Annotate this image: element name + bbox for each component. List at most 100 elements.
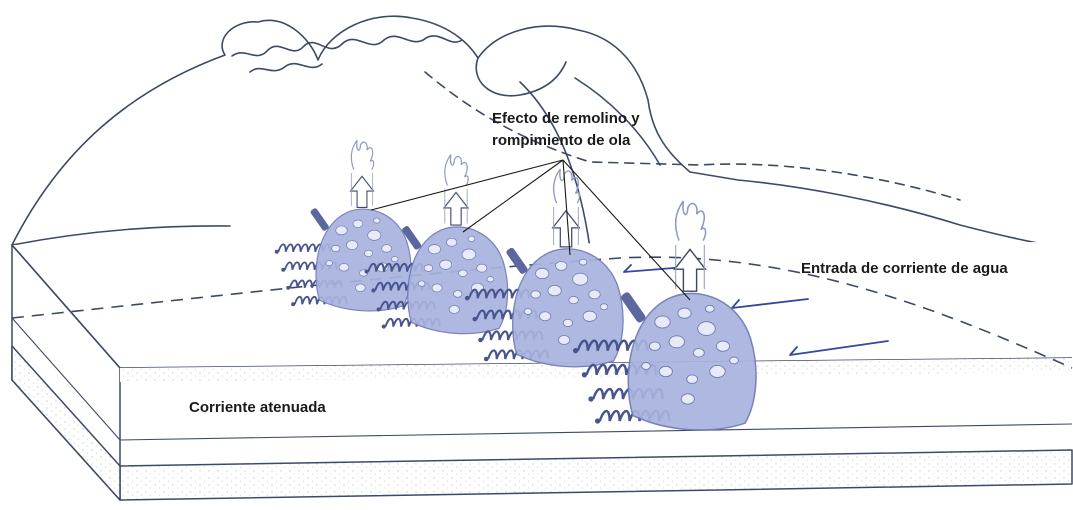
reef-pore (325, 260, 333, 267)
reef-unit (274, 139, 412, 312)
reef-pore (352, 219, 364, 229)
reef-pore (558, 335, 571, 345)
reef-pore (680, 393, 695, 405)
reef-pore (555, 261, 568, 271)
reef-tentacle-tip (581, 372, 588, 378)
seabed-side-line (11, 317, 121, 441)
reef-pore (535, 267, 550, 280)
reef-pore (331, 244, 341, 252)
leader-line-1 (370, 159, 564, 211)
reef-pore (562, 318, 574, 327)
eddy-plume (350, 139, 375, 170)
reef-pore (539, 311, 552, 322)
wave-spray-inner (249, 62, 323, 73)
wave-face-line (574, 77, 661, 166)
reef-tentacle-tip (472, 316, 478, 322)
reef-tentacle-tip (483, 356, 489, 362)
reef-pore (423, 264, 434, 272)
reef-pore (692, 348, 705, 358)
wave-spray (231, 35, 463, 57)
upward-flow-arrow (551, 209, 581, 248)
seabed-top-edge-left (11, 244, 121, 369)
reef-pore (654, 315, 671, 329)
reef-pore (641, 362, 651, 370)
reef-unit (464, 168, 624, 368)
reef-pore (355, 283, 366, 292)
attenuated-label: Corriente atenuada (189, 399, 326, 416)
upward-flow-arrow (673, 248, 707, 292)
reef-pore (431, 283, 443, 293)
leader-line-3 (562, 159, 571, 256)
reef-pore (364, 249, 373, 257)
reef-pore (486, 276, 495, 283)
eddy-plume (674, 200, 707, 241)
wave (11, 15, 1069, 249)
eddy-plume (553, 168, 581, 204)
wave-inner-curve (519, 81, 591, 249)
reef-post (402, 225, 422, 250)
reef-pore (458, 269, 468, 277)
reef-pore (476, 263, 488, 273)
reef-pore (668, 335, 685, 349)
reef-pore (582, 310, 597, 322)
eddy-label-line-2: rompimiento de ola (492, 132, 631, 149)
reef-pore (461, 248, 477, 261)
reef-tentacle-tip (376, 307, 381, 312)
reef-tentacle-tip (572, 347, 579, 354)
leader-line-2 (462, 159, 564, 233)
reef-pore (446, 237, 458, 247)
reef-post (310, 208, 329, 231)
eddy-plume (444, 154, 469, 186)
leader-line-4 (562, 159, 691, 301)
reef-pore (686, 374, 699, 384)
reef-pore (599, 303, 609, 311)
eddy-column (553, 206, 579, 245)
seabed-front-line (119, 423, 1073, 441)
reef-pore (367, 229, 382, 241)
upward-flow-arrow (442, 191, 470, 226)
eddy-column (350, 173, 374, 206)
reef-pore (704, 304, 715, 313)
wave-lip-curl (475, 57, 567, 97)
reef-pore (530, 290, 541, 299)
reef-post (506, 247, 528, 274)
reef-pore (677, 307, 692, 319)
eddy-column (675, 244, 705, 289)
reef-tentacle-tip (364, 269, 369, 274)
reef-pore (346, 240, 359, 250)
leader-lines (370, 159, 691, 301)
reef-tentacle-tip (464, 295, 470, 301)
reef-pore (381, 244, 392, 253)
reef-pore (428, 244, 441, 255)
reef-pore (709, 365, 726, 378)
sand-layer-side (11, 345, 121, 501)
reef-pore (648, 341, 661, 351)
reef-pore (547, 285, 562, 297)
reef-unit (572, 200, 757, 431)
reef-pore (578, 258, 588, 266)
upward-flow-arrow (349, 175, 375, 208)
sand-layer-front (119, 449, 1073, 501)
reef-pore (439, 259, 453, 270)
reef-unit (364, 154, 509, 335)
reef-pore (523, 308, 533, 315)
eddy-column (444, 188, 468, 224)
reef-pore (335, 225, 348, 236)
reef-tentacle-tip (381, 324, 386, 329)
reef-pore (391, 256, 399, 262)
inflow-label: Entrada de corriente de agua (801, 260, 1008, 277)
reef-pore (338, 263, 350, 272)
reef-tentacle-tip (478, 337, 483, 343)
reef-pore (658, 365, 673, 378)
reef-pore (417, 280, 426, 287)
reef-units (274, 139, 757, 431)
reef-tentacle-tip (274, 249, 279, 254)
reef-tentacle-tip (588, 396, 594, 402)
reef-pore (568, 296, 579, 305)
reef-pore (572, 272, 589, 286)
reef-tentacle-tip (594, 418, 601, 424)
reef-pore (448, 305, 460, 314)
reef-tentacle-tip (286, 285, 291, 290)
reef-pore (588, 289, 601, 300)
